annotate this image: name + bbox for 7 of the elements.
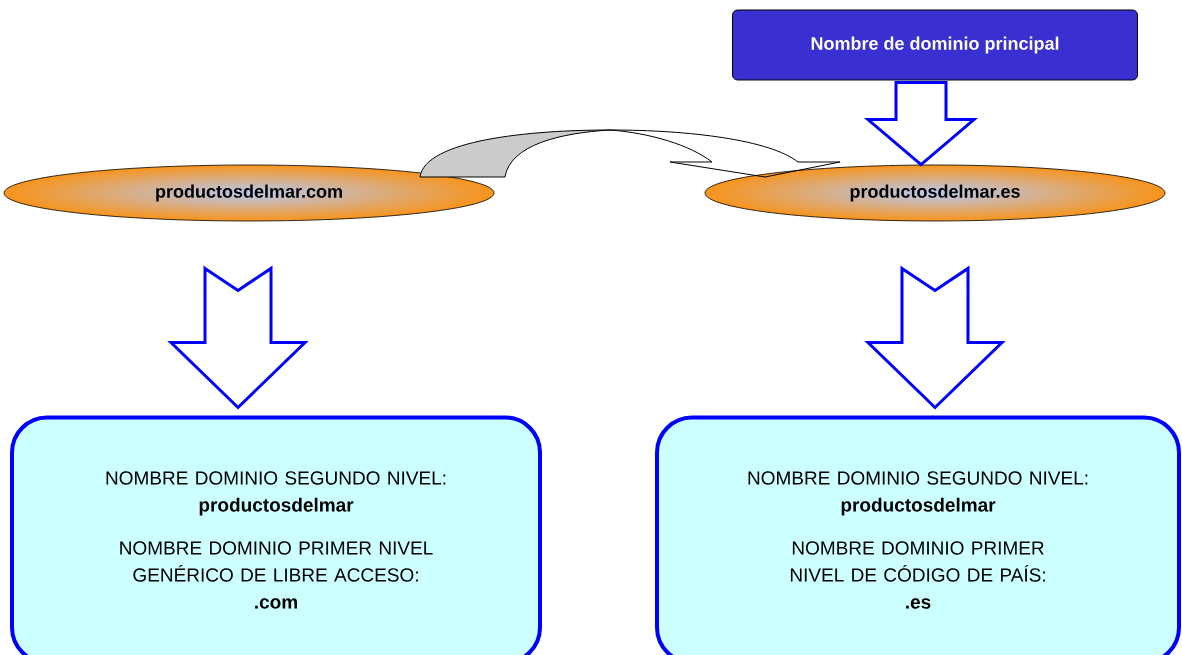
curved-arrow bbox=[419, 129, 841, 178]
info-box: NOMBRE DOMINIO SEGUNDO NIVEL: productosdelmar NOMBRE DOMINIO PRIMER NIVEL GENÉRICO DE LIBRE ACCESO: .com bbox=[10, 415, 542, 655]
block-arrow bbox=[167, 265, 309, 410]
info-box: NOMBRE DOMINIO SEGUNDO NIVEL: productosdelmar NOMBRE DOMINIO PRIMER NIVEL DE CÓDIGO DE PAÍS: .es bbox=[655, 415, 1181, 655]
title-box: Nombre de dominio principal bbox=[732, 9, 1138, 81]
block-arrow bbox=[863, 81, 979, 167]
block-arrow bbox=[864, 265, 1006, 410]
